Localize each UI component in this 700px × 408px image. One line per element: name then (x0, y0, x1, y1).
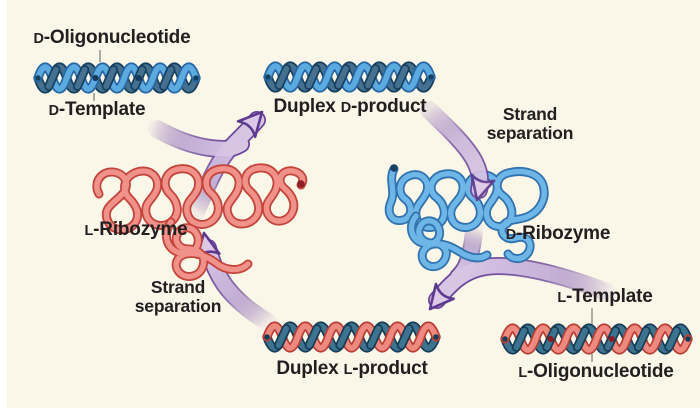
ribozyme-tangles (92, 163, 549, 281)
label-text: -Oligonucleotide (526, 361, 674, 382)
label-text: -Ribozyme (93, 219, 188, 240)
arrow-branch-from-d-ribozyme-fill (450, 222, 482, 285)
label-duplex-d-product: Duplex D-product (255, 96, 445, 119)
arrowhead-d-ribozyme (470, 173, 496, 202)
l-ribozyme-tangle (92, 163, 308, 281)
label-text: Duplex (276, 358, 344, 379)
label-text: -product (352, 358, 428, 379)
arrowhead-duplex-d (236, 110, 264, 139)
label-l-oligonucleotide: L-Oligonucleotide (498, 361, 694, 384)
label-line: Strand (502, 104, 558, 124)
label-strand-separation-left: Strand separation (112, 278, 244, 316)
chirality-prefix: D (33, 31, 44, 47)
label-text: -Oligonucleotide (43, 27, 191, 48)
strand-separation-arrow-right (420, 101, 496, 202)
label-l-ribozyme: L-Ribozyme (66, 219, 206, 242)
d-template-oligo-duplex-helix (33, 62, 201, 94)
chirality-prefix: D (340, 100, 351, 116)
arrow-branch-from-d-substrates-fill (149, 121, 249, 157)
d-ribozyme-strand-coil (408, 213, 490, 270)
label-line: separation (486, 123, 574, 143)
d-ribozyme-tangle (384, 164, 549, 272)
label-strand-separation-right: Strand separation (464, 105, 596, 143)
l-template-oligo-duplex-helix (500, 323, 693, 355)
l-ribozyme-strand-coil (163, 219, 251, 280)
label-text: -Template (58, 99, 146, 120)
arrow-to-duplex-l-fill (429, 258, 615, 308)
chirality-prefix: L (343, 362, 353, 378)
label-line: separation (134, 296, 222, 316)
label-duplex-l-product: Duplex L-product (256, 358, 448, 381)
page-edge (0, 0, 7, 408)
label-d-template: D-Template (22, 99, 172, 122)
l-ribozyme-end-cap (297, 180, 305, 188)
label-text: -product (351, 96, 427, 117)
chirality-prefix: D (505, 227, 516, 243)
d-ribozyme-strand (386, 166, 547, 262)
duplex-d-product-helix (263, 61, 436, 93)
d-ribozyme-end-cap (390, 164, 398, 172)
label-text: Duplex (273, 96, 341, 117)
duplex-l-product-helix (262, 321, 441, 353)
label-d-ribozyme: D-Ribozyme (488, 223, 628, 246)
arrowhead-duplex-l (428, 282, 455, 311)
label-l-template: L-Template (535, 286, 675, 309)
label-text: -Template (566, 286, 653, 307)
chirality-prefix: L (557, 290, 567, 306)
chirality-prefix: L (518, 365, 527, 381)
chirality-prefix: L (84, 223, 94, 239)
chirality-prefix: D (48, 103, 59, 119)
leader-lines (93, 50, 593, 362)
l-ribozyme-strand (94, 165, 306, 233)
label-text: -Ribozyme (515, 223, 611, 244)
label-line: Strand (150, 277, 206, 297)
label-d-oligonucleotide: D-Oligonucleotide (20, 27, 204, 50)
